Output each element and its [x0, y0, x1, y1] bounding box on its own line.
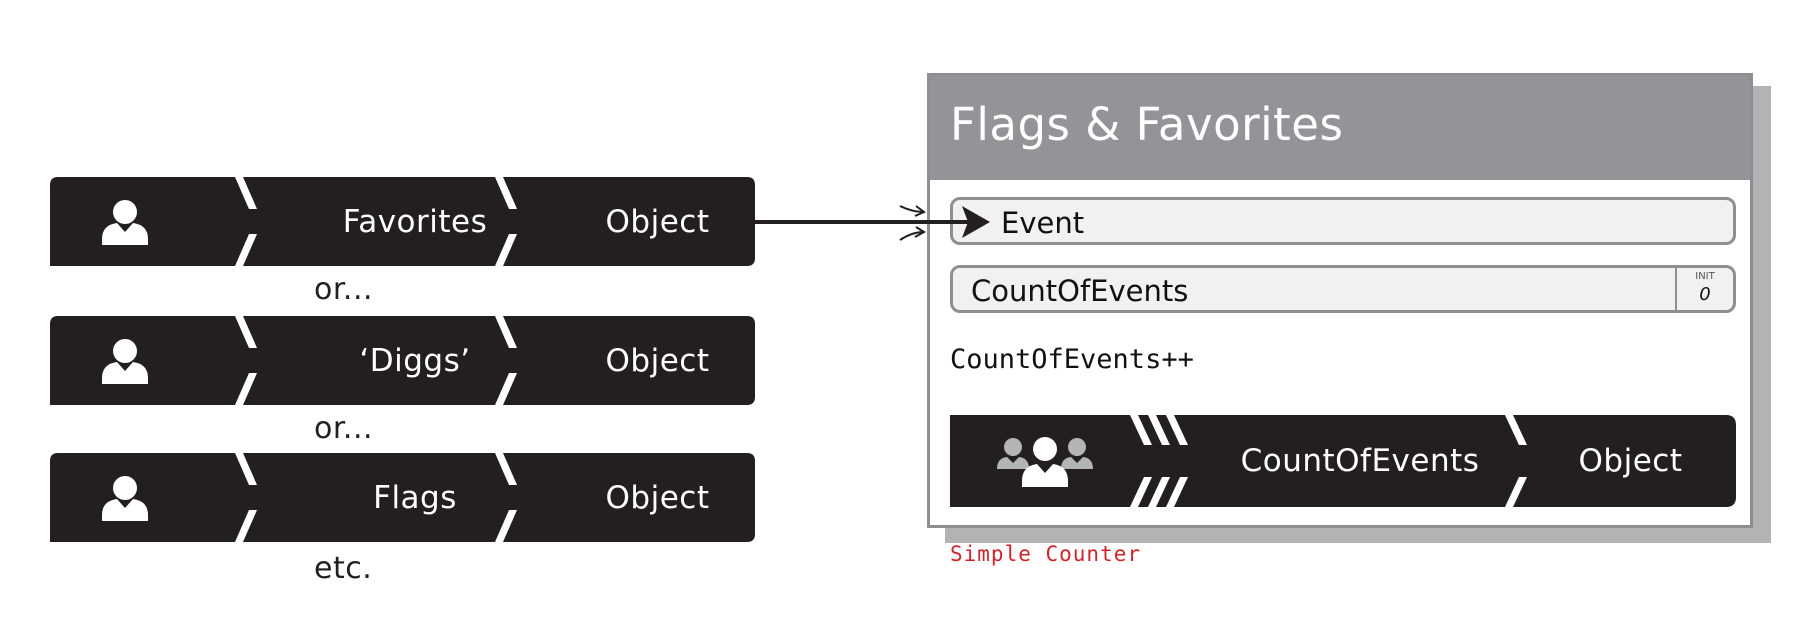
rule-actor-cell — [90, 177, 160, 266]
event-label: Event — [1001, 206, 1085, 240]
user-icon — [102, 199, 148, 245]
rule-middle-label: ‘Diggs’ — [359, 342, 471, 379]
group-icon — [997, 437, 1093, 487]
rule-bar-favorites: Favorites Object — [50, 177, 755, 266]
etc-label: etc. — [314, 551, 373, 586]
action-bar: CountOfEvents Object — [950, 415, 1736, 507]
rule-middle-label: Favorites — [342, 203, 488, 240]
rule-middle-label: Flags — [373, 479, 457, 516]
init-value: 0 — [1699, 284, 1711, 305]
init-label: INIT — [1695, 271, 1715, 282]
rule-actor-cell — [90, 453, 160, 542]
rule-bar-flags: Flags Object — [50, 453, 755, 542]
rule-object-label: Object — [605, 479, 710, 516]
flags-favorites-panel: Flags & Favorites Event CountOfEvents IN… — [927, 73, 1753, 528]
action-bar-bg — [950, 415, 1736, 507]
user-icon — [102, 338, 148, 384]
rule-bar-bg — [50, 177, 755, 266]
rule-object-label: Object — [605, 203, 710, 240]
or-label: or... — [314, 272, 374, 307]
action-middle-label: CountOfEvents — [1240, 443, 1480, 479]
user-icon — [102, 475, 148, 521]
rule-bar-bg — [50, 453, 755, 542]
init-box: INIT 0 — [1675, 268, 1733, 310]
rule-bar-bg — [50, 316, 755, 405]
panel-title: Flags & Favorites — [950, 98, 1344, 151]
arrow-head-icon — [962, 206, 990, 238]
code-line: CountOfEvents++ — [950, 344, 1194, 375]
panel-header: Flags & Favorites — [930, 76, 1750, 180]
count-of-events-field: CountOfEvents INIT 0 — [950, 265, 1736, 313]
panel-caption: Simple Counter — [950, 542, 1142, 566]
or-label: or... — [314, 411, 374, 446]
event-field: Event — [950, 197, 1736, 245]
rule-actor-cell — [90, 316, 160, 405]
rule-bar-diggs: ‘Diggs’ Object — [50, 316, 755, 405]
rule-object-label: Object — [605, 342, 710, 379]
action-actor-cell — [990, 415, 1100, 507]
count-of-events-label: CountOfEvents — [971, 274, 1189, 308]
action-object-label: Object — [1578, 443, 1683, 479]
